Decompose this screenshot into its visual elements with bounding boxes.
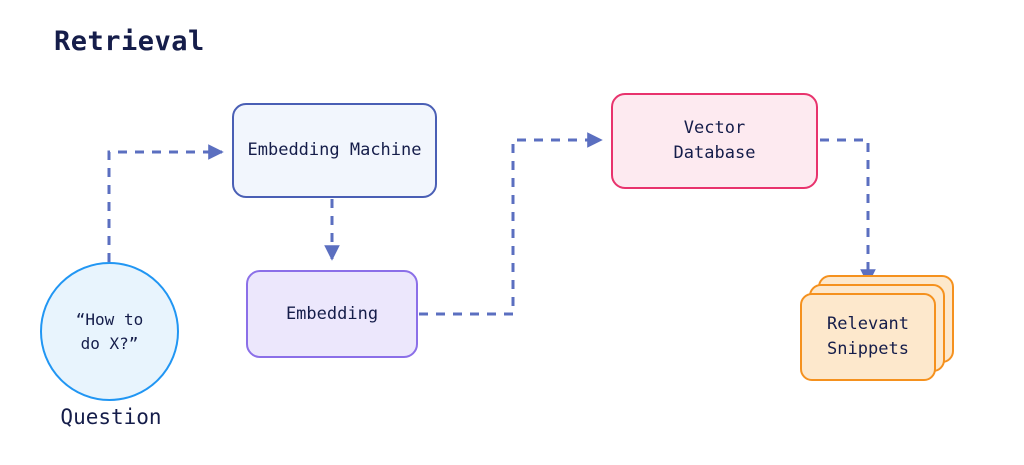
node-question[interactable]: “How to do X?” — [40, 262, 179, 401]
edge-vector-database-to-relevant-snippets — [820, 138, 876, 285]
edge-question-to-embedding-machine — [107, 144, 224, 262]
node-vector-database[interactable]: Vector Database — [611, 93, 818, 189]
node-relevant-snippets[interactable]: Relevant Snippets — [800, 293, 936, 381]
node-vector-database-label: Vector Database — [673, 118, 756, 163]
page-title: Retrieval — [54, 26, 205, 57]
node-embedding-label: Embedding — [285, 303, 379, 324]
node-relevant-snippets-label: Relevant Snippets — [827, 314, 909, 359]
node-question-label: “How to do X?” — [75, 310, 144, 353]
edge-embedding-to-vector-database — [419, 132, 603, 316]
node-embedding-machine-label: Embedding Machine — [247, 140, 422, 161]
question-caption: Question — [60, 405, 162, 429]
node-embedding-machine[interactable]: Embedding Machine — [232, 103, 437, 198]
node-embedding[interactable]: Embedding — [246, 270, 418, 358]
